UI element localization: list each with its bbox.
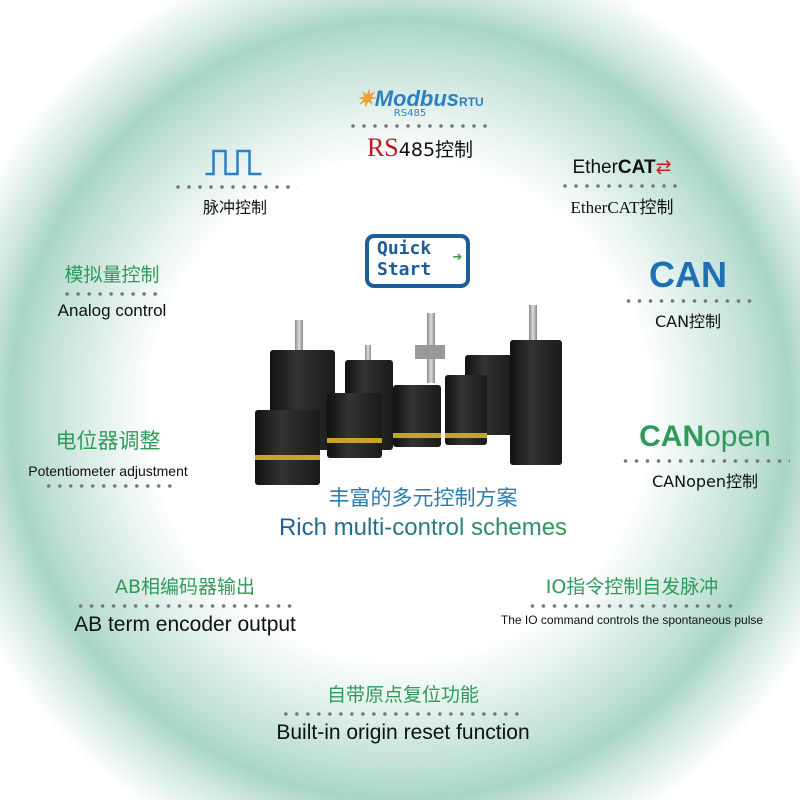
dotted-divider [623, 298, 753, 304]
potentiometer-block: 电位器调整 Potentiometer adjustment [28, 425, 188, 493]
ethercat-arrow-icon: ⇄ [655, 157, 672, 178]
modbus-logo-text: Modbus [374, 86, 460, 111]
io-cn-label: IO指令控制自发脉冲 [545, 576, 719, 598]
quick-text: Quick [377, 238, 432, 259]
can-logo: CAN [649, 254, 727, 295]
analog-en-label: Analog control [57, 301, 167, 320]
dotted-divider [527, 603, 737, 609]
modbus-block: ✷ModbusRTU RS485 RS485控制 [347, 86, 493, 163]
motor-product-image [255, 305, 565, 485]
canopen-label: CANopen控制 [651, 472, 759, 491]
center-en-title: Rich multi-control schemes [278, 514, 568, 541]
origin-cn-label: 自带原点复位功能 [326, 684, 480, 706]
ethercat-block: EtherCAT⇄ EtherCAT控制 [559, 156, 685, 218]
rs-red-text: RS [366, 133, 399, 162]
ethercat-logo-a: Ether [572, 157, 618, 178]
potentiometer-en-label: Potentiometer adjustment [28, 463, 188, 479]
can-label: CAN控制 [654, 312, 722, 331]
modbus-star-icon: ✷ [356, 86, 375, 111]
modbus-logo-sub: RTU [459, 95, 484, 109]
analog-block: 模拟量控制 Analog control [58, 260, 167, 321]
dotted-divider [172, 184, 298, 190]
dotted-divider [559, 183, 685, 189]
ethercat-label: EtherCAT控制 [570, 198, 674, 217]
ethercat-logo: EtherCAT⇄ [560, 156, 685, 179]
canopen-logo-a: CAN [639, 420, 705, 453]
center-cn-title: 丰富的多元控制方案 [328, 486, 518, 510]
canopen-block: CANopen CANopen控制 [620, 420, 790, 492]
dotted-divider [74, 603, 295, 609]
dotted-divider [347, 123, 493, 129]
modbus-logo: ✷ModbusRTU [348, 86, 493, 112]
canopen-logo-b: open [704, 420, 771, 453]
can-block: CAN CAN控制 [623, 256, 753, 332]
origin-block: 自带原点复位功能 Built-in origin reset function [276, 680, 529, 745]
origin-en-label: Built-in origin reset function [276, 721, 530, 744]
dotted-divider [43, 483, 173, 489]
dotted-divider [620, 458, 790, 464]
io-en-label: The IO command controls the spontaneous … [500, 613, 764, 627]
modbus-logo-small: RS485 [393, 108, 427, 119]
arrow-icon: ➜ [452, 247, 462, 266]
encoder-block: AB相编码器输出 AB term encoder output [74, 572, 296, 637]
pulse-block: 脉冲控制 [172, 148, 298, 218]
encoder-en-label: AB term encoder output [74, 613, 296, 636]
center-block: 丰富的多元控制方案 Rich multi-control schemes [279, 482, 567, 542]
potentiometer-cn-label: 电位器调整 [55, 429, 161, 453]
square-wave-icon [205, 149, 261, 176]
pulse-label: 脉冲控制 [202, 198, 267, 217]
io-block: IO指令控制自发脉冲 The IO command controls the s… [501, 572, 763, 627]
dotted-divider [62, 291, 162, 297]
dotted-divider [280, 711, 526, 717]
canopen-logo: CANopen [620, 420, 790, 454]
rs485-label: RS485控制 [348, 133, 493, 163]
rs485-rest-text: 485控制 [398, 139, 474, 161]
ethercat-logo-b: CAT [617, 157, 656, 178]
encoder-cn-label: AB相编码器输出 [114, 576, 256, 598]
analog-cn-label: 模拟量控制 [64, 264, 160, 286]
quick-start-logo: Quick Start ➜ [365, 234, 470, 288]
start-text: Start [377, 259, 432, 280]
